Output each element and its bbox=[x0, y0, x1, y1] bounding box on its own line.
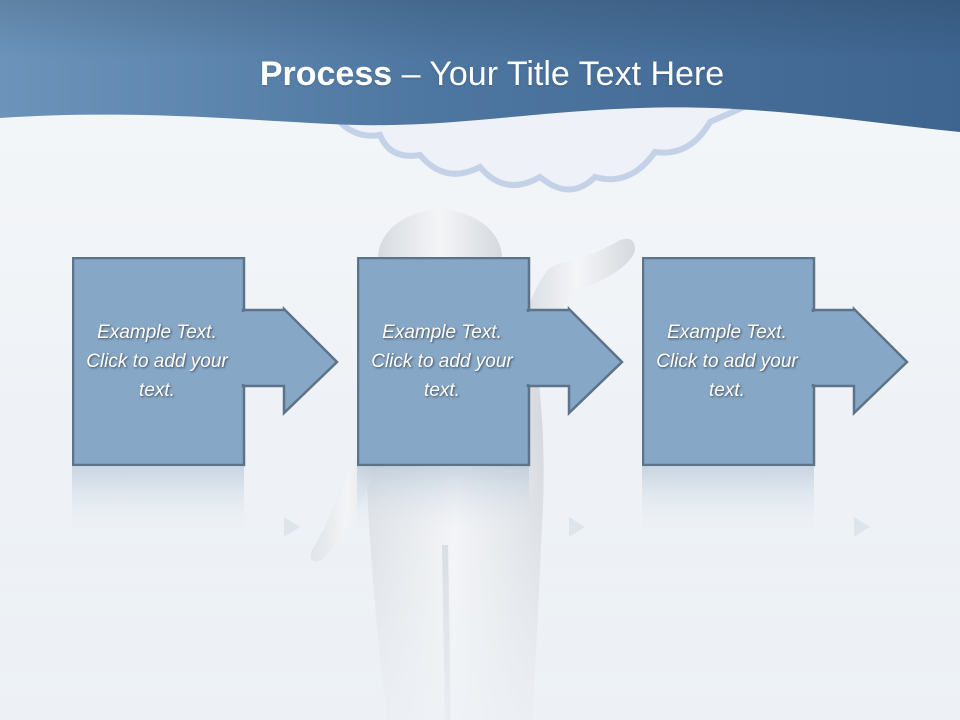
step-arrow-shape bbox=[357, 257, 624, 467]
header-band bbox=[0, 0, 960, 132]
step-arrow-shape bbox=[72, 257, 339, 467]
title-bold: Process bbox=[259, 55, 393, 93]
process-step-1[interactable]: Example Text. Click to add your text. bbox=[72, 257, 340, 467]
step-text[interactable]: Example Text. Click to add your text. bbox=[656, 321, 798, 401]
title-rest: – Your Title Text Here bbox=[392, 55, 725, 93]
step-text[interactable]: Example Text. Click to add your text. bbox=[86, 321, 228, 401]
step-text[interactable]: Example Text. Click to add your text. bbox=[371, 321, 513, 401]
steps-reflection bbox=[72, 467, 870, 537]
step-arrow-shape bbox=[642, 257, 909, 467]
process-step-2[interactable]: Example Text. Click to add your text. bbox=[357, 257, 625, 467]
process-step-3[interactable]: Example Text. Click to add your text. bbox=[642, 257, 910, 467]
slide-title[interactable]: Process – Your Title Text Here bbox=[0, 52, 960, 96]
